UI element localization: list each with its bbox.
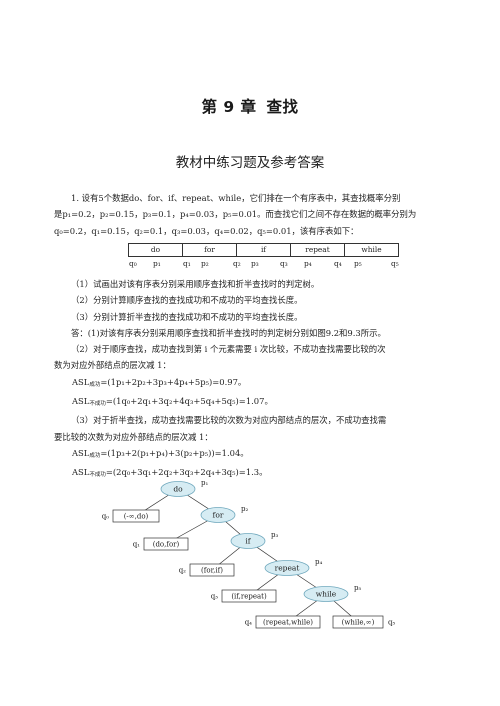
table-cell: do [128, 243, 183, 257]
asl-expression: =(1p₁+2p₂+3p₃+4p₄+5p₅)=0.97。 [100, 376, 247, 387]
external-node-box [143, 537, 189, 551]
external-node-box [332, 615, 384, 629]
internal-node-key: do [173, 485, 183, 494]
question-3: （3）分别计算折半查找的查找成功和不成功的平均查找长度。 [71, 311, 303, 322]
external-node-range: (for,if) [201, 567, 223, 575]
asl-expression: =(2q₀+3q₁+2q₂+3q₃+2q₄+3q₅)=1.3。 [105, 467, 268, 478]
internal-node-key: if [245, 537, 251, 546]
asl-label: ASL [72, 396, 90, 407]
external-node-label: q₄ [245, 619, 252, 627]
internal-node-label: p₄ [315, 558, 322, 566]
internal-node-label: p₃ [271, 531, 278, 539]
p-label: p₅ [354, 259, 362, 268]
problem-line-3: q₀=0.2，q₁=0.15，q₂=0.1，q₃=0.03，q₄=0.02，q₅… [54, 225, 359, 236]
external-node-range: (-∞,do) [124, 513, 149, 521]
internal-node-key: while [316, 590, 337, 599]
external-node-range: (if,repeat) [231, 593, 267, 601]
internal-node [230, 533, 266, 549]
internal-node [303, 586, 349, 602]
asl-label: ASL [72, 467, 90, 478]
question-2: （2）分别计算顺序查找的查找成功和不成功的平均查找长度。 [71, 295, 303, 306]
asl-subscript: 成功 [89, 381, 101, 388]
q-label: q₀ [129, 259, 137, 268]
answer-3-line-2: 要比较的次数为对应外部结点的层次减 1： [54, 431, 213, 442]
answer-1: 答：(1)对该有序表分别采用顺序查找和折半查找时的判定树分别如图9.2和9.3所… [71, 327, 386, 338]
asl-subscript: 不成功 [89, 401, 106, 408]
external-node-box [221, 589, 277, 603]
internal-node [160, 481, 196, 497]
answer-3-line-1: （3）对于折半查找，成功查找需要比较的次数为对应内部结点的层次，不成功查找需 [71, 415, 387, 426]
asl-subscript: 不成功 [89, 472, 106, 479]
q-label: q₃ [280, 259, 288, 268]
external-node-label: q₅ [388, 619, 395, 627]
internal-node-label: p₅ [354, 584, 361, 592]
external-node-label: q₃ [211, 593, 218, 601]
formula-bin-fail: ASL不成功=(2q₀+3q₁+2q₂+3q₃+2q₄+3q₅)=1.3。 [54, 464, 458, 483]
formula-bin-success: ASL成功=(1p₃+2(p₁+p₄)+3(p₂+p₅))=1.04。 [54, 445, 458, 464]
problem-line-1: 1. 设有5个数据do、for、if、repeat、while，它们排在一个有序… [71, 193, 401, 203]
question-1: （1）试画出对该有序表分别采用顺序查找和折半查找时的判定树。 [71, 279, 320, 289]
external-node-box [255, 615, 321, 629]
problem-line-2: 是p₁=0.2，p₂=0.15，p₃=0.1，p₄=0.03，p₅=0.01。而… [54, 209, 417, 220]
external-node-range: (repeat,while) [263, 619, 313, 627]
q-label: q₅ [391, 259, 399, 268]
asl-subscript: 成功 [89, 452, 101, 459]
external-node-box [112, 509, 160, 523]
p-label: p₁ [153, 259, 161, 268]
q-label: q₂ [233, 259, 241, 268]
external-node-label: q₁ [133, 541, 140, 549]
section-title: 教材中练习题及参考答案 [175, 155, 325, 171]
p-label: p₂ [201, 259, 209, 268]
table-cell: while [344, 243, 399, 257]
external-node-range: (do,for) [153, 541, 180, 549]
internal-node-key: for [213, 511, 224, 520]
ordered-table: do for if repeat while [128, 243, 399, 257]
table-cell: repeat [290, 243, 345, 257]
formula-seq-success: ASL成功=(1p₁+2p₂+3p₃+4p₄+5p₅)=0.97。 [54, 374, 458, 393]
internal-node-key: repeat [275, 564, 300, 573]
external-node-label: q₀ [102, 513, 109, 521]
p-label: p₃ [251, 259, 259, 268]
asl-expression: =(1q₀+2q₁+3q₂+4q₃+5q₄+5q₅)=1.07。 [105, 396, 273, 407]
asl-label: ASL [72, 447, 90, 458]
internal-node-label: p₂ [241, 505, 248, 513]
answer-2-line-1: （2）对于顺序查找，成功查找到第 i 个元素需要 i 次比较，不成功查找需要比较… [71, 344, 386, 355]
chapter-heading: 第 9 章查找 [0, 95, 500, 117]
decision-tree-diagram: (-∞,do) q₀ (do,for) q₁ (for,if) q₂ (if,repeat)… [102, 479, 395, 629]
asl-label: ASL [72, 376, 90, 387]
answer-2-line-2: 数为对应外部结点的层次减 1： [54, 360, 171, 371]
external-node-box [189, 563, 235, 577]
tree-nodes: (-∞,do) q₀ (do,for) q₁ (for,if) q₂ (if,repeat)… [102, 479, 395, 629]
questions: （1）试画出对该有序表分别采用顺序查找和折半查找时的判定树。 （2）分别计算顺序… [54, 276, 458, 484]
problem-statement: 1. 设有5个数据do、for、if、repeat、while，它们排在一个有序… [54, 190, 458, 239]
internal-node [264, 560, 310, 576]
p-label: p₄ [304, 259, 312, 268]
q-label: q₁ [183, 259, 191, 268]
table-cell: if [236, 243, 291, 257]
q-label: q₄ [334, 259, 342, 268]
probability-labels: q₀ p₁ q₁ p₂ q₂ p₃ q₃ p₄ q₄ p₅ q₅ [100, 259, 460, 271]
formula-seq-fail: ASL不成功=(1q₀+2q₁+3q₂+4q₃+5q₄+5q₅)=1.07。 [54, 393, 458, 412]
internal-node-label: p₁ [201, 479, 208, 487]
key-table: do for if repeat while [128, 243, 399, 257]
table-cell: for [182, 243, 237, 257]
external-node-range: (while,∞) [342, 619, 375, 627]
internal-node [200, 507, 236, 523]
external-node-label: q₂ [179, 567, 186, 575]
asl-expression: =(1p₃+2(p₁+p₄)+3(p₂+p₅))=1.04。 [100, 447, 249, 458]
chapter-title: 查找 [266, 98, 299, 116]
chapter-number: 第 9 章 [201, 98, 257, 116]
